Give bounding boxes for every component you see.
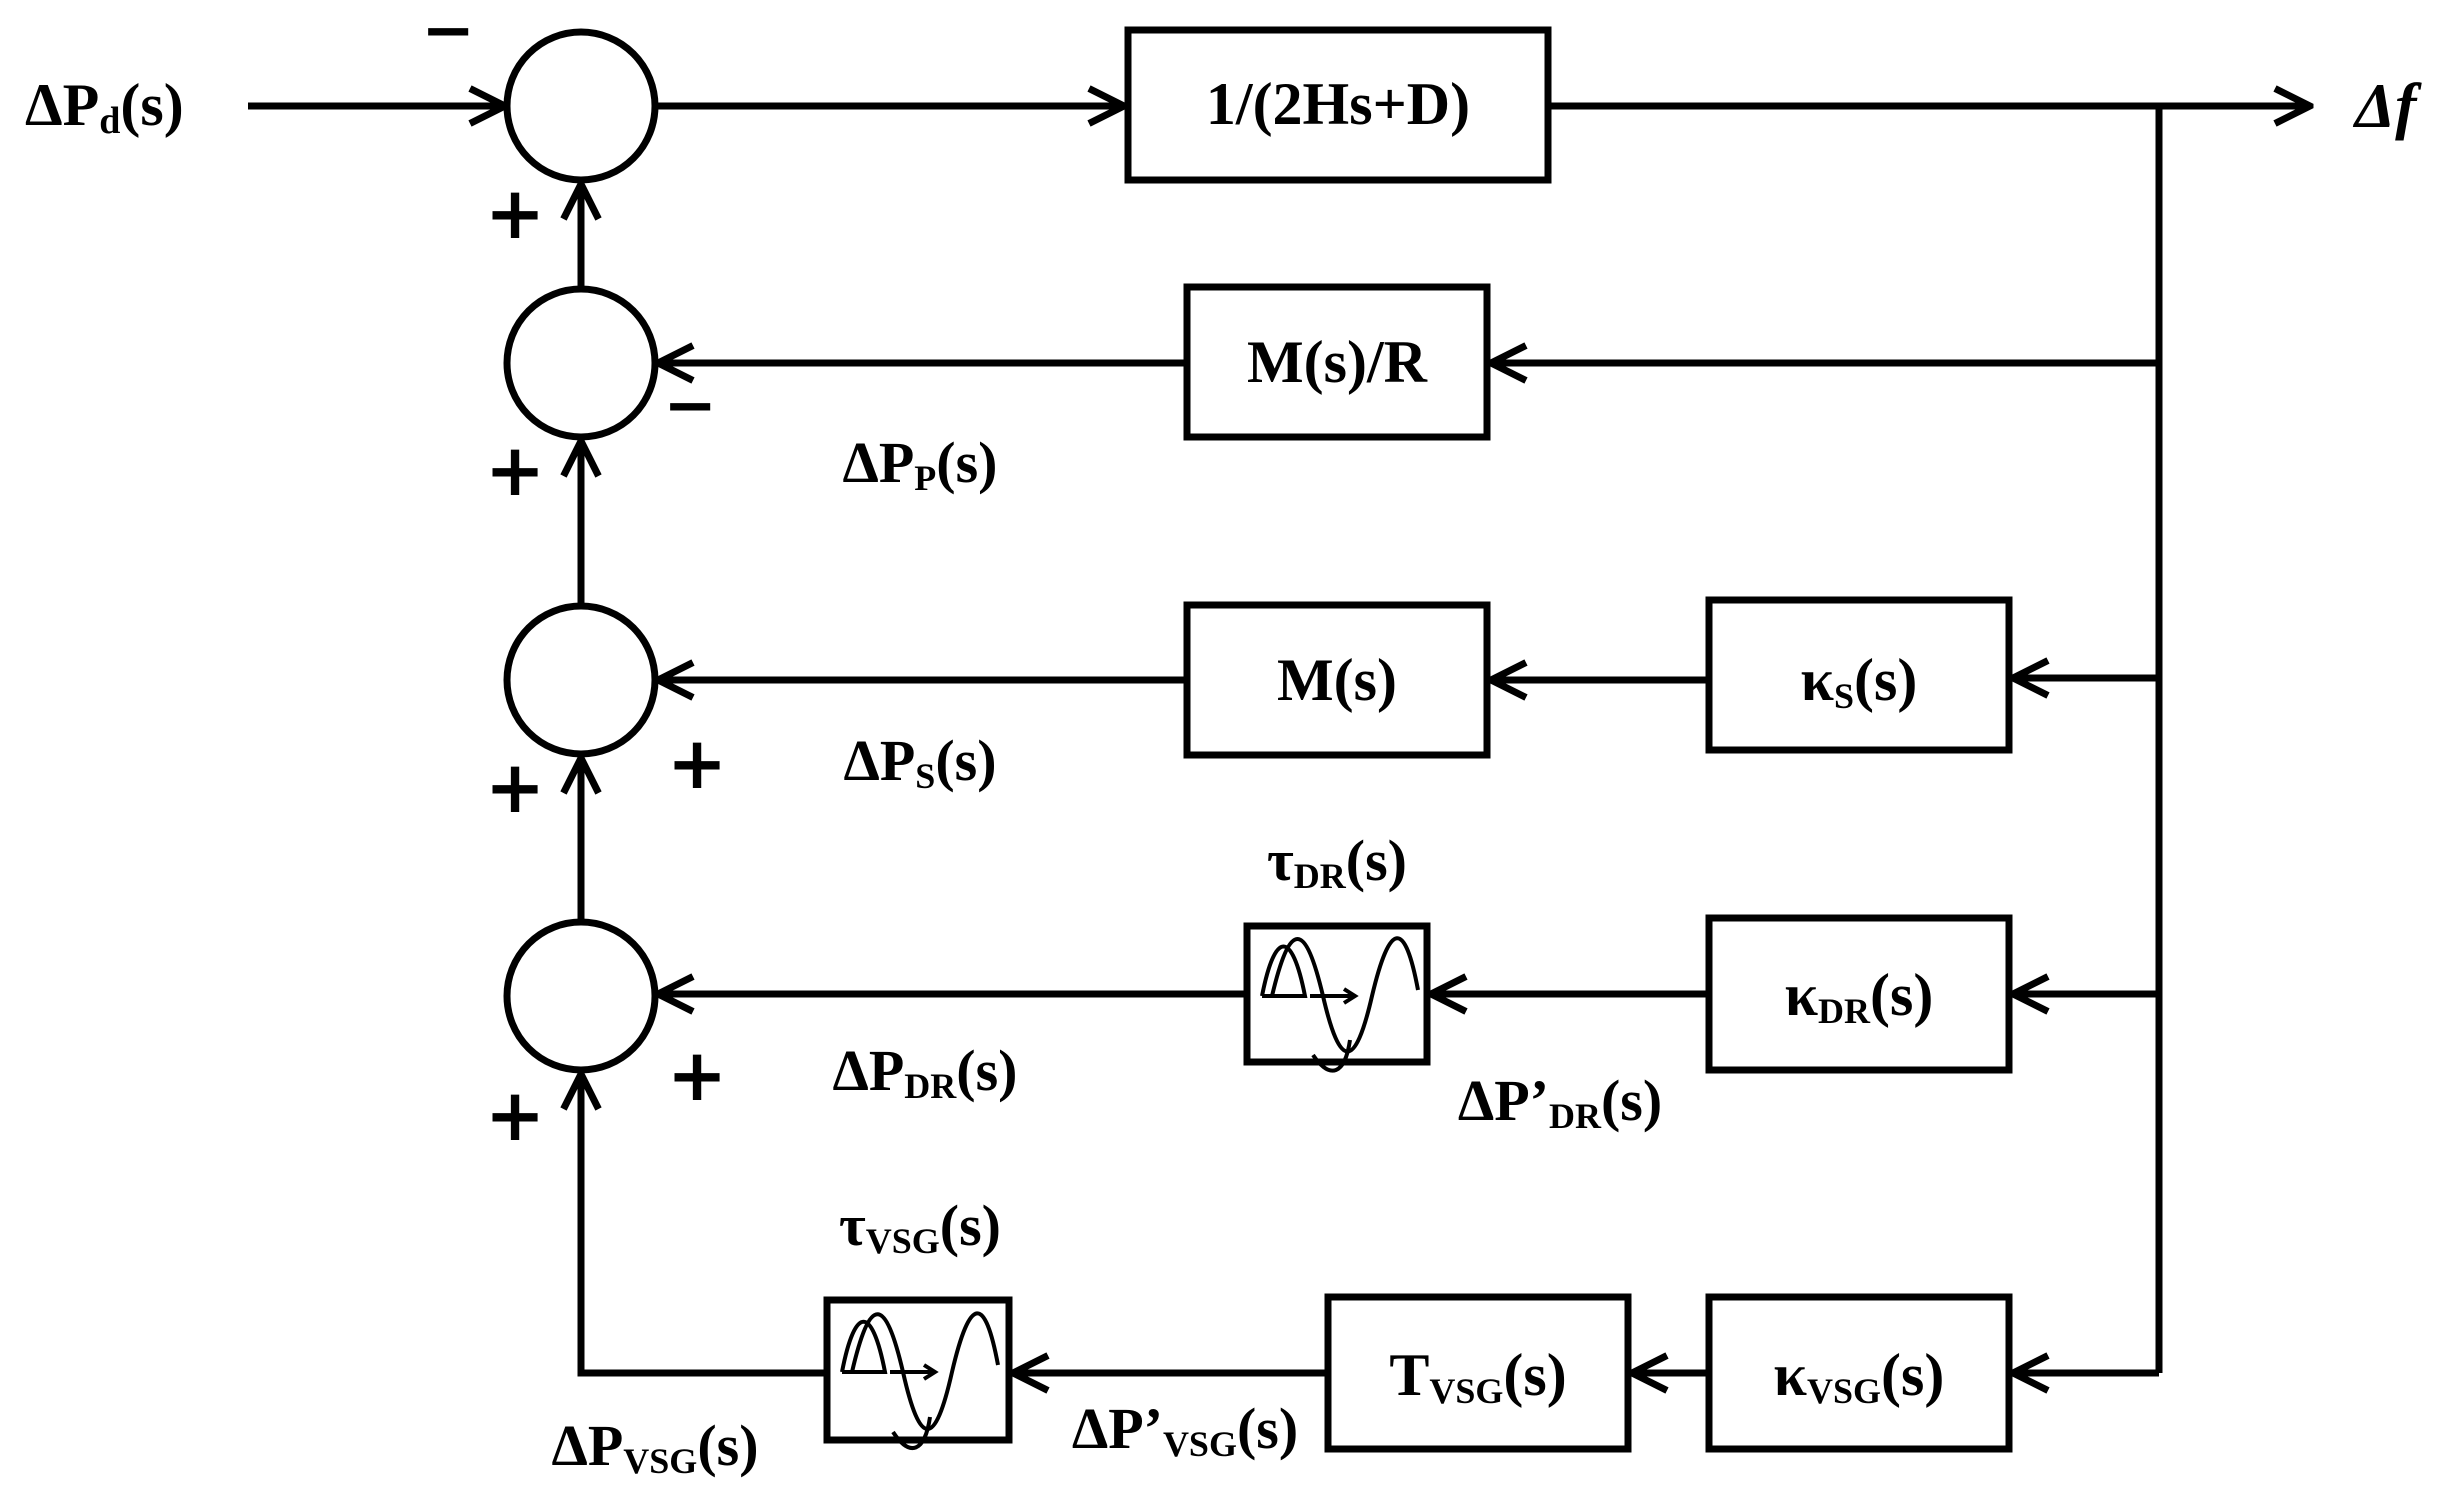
tau-vsg-label: τVSG(s) (839, 1193, 1001, 1261)
plus-sign-junction2: + (485, 428, 545, 512)
delay-vsg-icon (840, 1311, 1000, 1451)
tau-dr-label: τDR(s) (1267, 828, 1407, 896)
t-vsg-label: TVSG(s) (1389, 1342, 1566, 1411)
dp-s-label: ΔPS(s) (843, 728, 996, 796)
dp-dr-label: ΔPDR(s) (833, 1038, 1018, 1106)
summing-junction-1 (503, 28, 659, 184)
plant-block-label: 1/(2Hs+D) (1206, 71, 1470, 137)
secondary-block-label: M(s) (1277, 647, 1397, 713)
summing-junction-3 (503, 602, 659, 758)
delay-vsg-to-junction-arrow (581, 1074, 827, 1377)
summing-junction-4 (503, 918, 659, 1074)
plus-sign-secondary: + (667, 721, 727, 805)
plus-sign-dr: + (667, 1033, 727, 1117)
primary-block-label: M(s)/R (1247, 329, 1428, 395)
summing-junction-2 (503, 285, 659, 441)
kappa-s-label: κS(s) (1801, 647, 1918, 716)
kappa-dr-label: κDR(s) (1785, 962, 1934, 1031)
input-label: ΔPd(s) (25, 72, 184, 142)
output-label: Δf (2352, 70, 2422, 141)
dp-p-label: ΔPP(s) (843, 430, 998, 498)
minus-sign-primary: − (663, 369, 717, 443)
kappa-s-block (1705, 596, 2013, 754)
plus-sign-junction4: + (485, 1073, 545, 1157)
delay-dr-icon (1260, 936, 1420, 1073)
dp-dr-prime-label: ΔP’DR(s) (1458, 1068, 1662, 1136)
minus-sign-input: − (421, 0, 475, 68)
dp-vsg-label: ΔPVSG(s) (551, 1413, 758, 1481)
plus-sign-junction3: + (485, 745, 545, 829)
plus-sign-junction1: + (485, 171, 545, 255)
dp-vsg-prime-label: ΔP’VSG(s) (1072, 1396, 1298, 1464)
kappa-vsg-label: κVSG(s) (1774, 1342, 1945, 1411)
